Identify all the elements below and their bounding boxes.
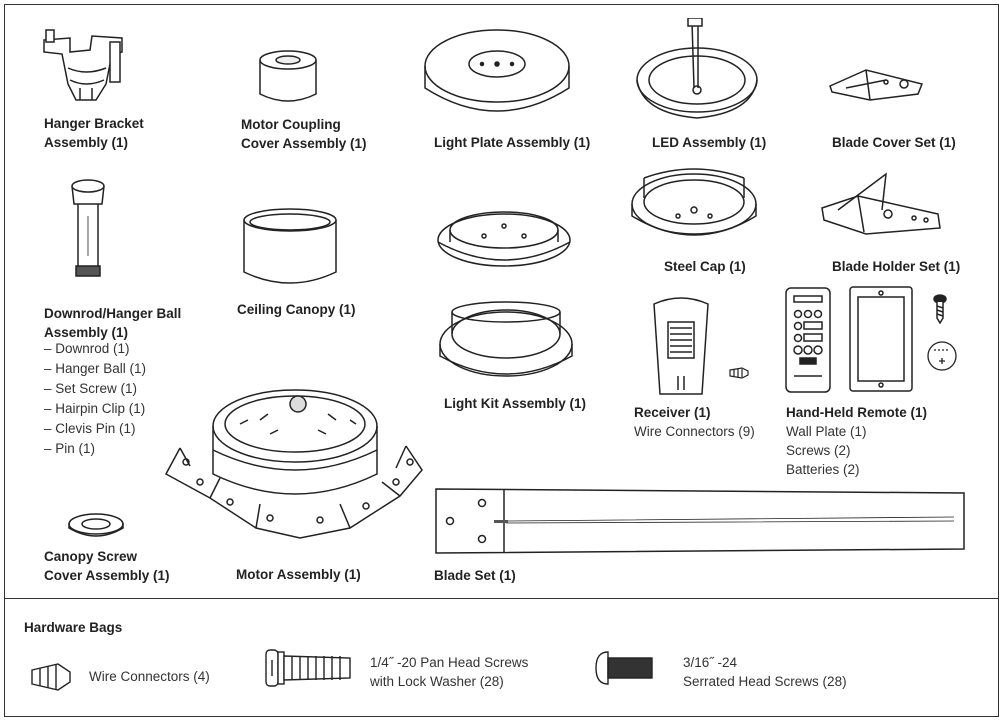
pan-head-line-2: with Lock Washer (28) (370, 674, 504, 689)
hardware-bags-title: Hardware Bags (24, 620, 123, 635)
motor-coupling-label: Motor Coupling Cover Assembly (1) (241, 115, 367, 153)
downrod-item: – Set Screw (1) (44, 381, 138, 396)
blade-cover-label: Blade Cover Set (1) (832, 135, 956, 150)
steel-cap-label: Steel Cap (1) (664, 259, 746, 274)
serrated-line-1: 3/16˝ -24 (683, 655, 738, 670)
wire-connector-icon (728, 366, 750, 380)
ceiling-canopy-label: Ceiling Canopy (1) (237, 302, 356, 317)
canopy-screw-cover-illustration (66, 510, 126, 542)
motor-assembly-label: Motor Assembly (1) (236, 567, 361, 582)
light-plate-label: Light Plate Assembly (1) (434, 135, 591, 150)
motor-assembly-illustration (160, 378, 430, 548)
light-kit-label: Light Kit Assembly (1) (444, 396, 587, 411)
downrod-illustration (66, 176, 110, 286)
serrated-line-2: Serrated Head Screws (28) (683, 674, 847, 689)
wall-plate-illustration (848, 285, 914, 393)
serrated-screw-icon (592, 650, 656, 686)
serrated-screws-label: 3/16˝ -24 Serrated Head Screws (28) (683, 653, 847, 691)
receiver-label: Receiver (1) (634, 405, 711, 420)
hanger-bracket-line-2: Assembly (1) (44, 135, 129, 150)
downrod-item: – Hairpin Clip (1) (44, 401, 146, 416)
battery-icon (926, 340, 958, 372)
canopy-screw-line-2: Cover Assembly (1) (44, 568, 170, 583)
remote-item: Screws (2) (786, 443, 851, 458)
blade-holder-illustration (818, 170, 946, 242)
wire-connectors-9-label: Wire Connectors (9) (634, 424, 755, 439)
remote-item: Batteries (2) (786, 462, 860, 477)
blade-illustration (434, 487, 968, 555)
hardware-wire-connector-icon (30, 660, 74, 694)
diagram-frame (4, 4, 999, 717)
downrod-line-2: Assembly (1) (44, 325, 129, 340)
canopy-screw-label: Canopy Screw Cover Assembly (1) (44, 547, 170, 585)
downrod-item: – Hanger Ball (1) (44, 361, 147, 376)
remote-illustration (784, 286, 832, 394)
pan-head-line-1: 1/4˝ -20 Pan Head Screws (370, 655, 529, 670)
section-divider (4, 598, 999, 599)
blade-holder-label: Blade Holder Set (1) (832, 259, 961, 274)
pan-head-screws-label: 1/4˝ -20 Pan Head Screws with Lock Washe… (370, 653, 528, 691)
downrod-item: – Downrod (1) (44, 341, 130, 356)
downrod-items: – Downrod (1) – Hanger Ball (1) – Set Sc… (44, 339, 146, 459)
motor-coupling-line-2: Cover Assembly (1) (241, 136, 367, 151)
pan-head-screw-icon (264, 646, 354, 690)
steel-cap-illustration (628, 164, 760, 250)
receiver-illustration (650, 292, 712, 400)
ceiling-canopy-illustration (240, 206, 340, 290)
screw-icon (932, 294, 948, 324)
hanger-bracket-illustration (40, 28, 130, 106)
light-kit-plate-illustration (434, 206, 574, 274)
remote-items: Wall Plate (1) Screws (2) Batteries (2) (786, 422, 867, 480)
led-assembly-label: LED Assembly (1) (652, 135, 767, 150)
downrod-line-1: Downrod/Hanger Ball (44, 306, 182, 321)
hanger-bracket-label: Hanger Bracket Assembly (1) (44, 114, 144, 152)
led-assembly-illustration (632, 18, 762, 128)
motor-coupling-line-1: Motor Coupling (241, 117, 341, 132)
blade-cover-illustration (826, 64, 926, 104)
light-plate-illustration (422, 26, 572, 126)
blade-set-label: Blade Set (1) (434, 568, 516, 583)
downrod-label: Downrod/Hanger Ball Assembly (1) (44, 304, 181, 342)
hardware-wire-connectors-label: Wire Connectors (4) (89, 669, 210, 684)
downrod-item: – Clevis Pin (1) (44, 421, 136, 436)
downrod-item: – Pin (1) (44, 441, 96, 456)
light-kit-ring-illustration (436, 296, 576, 388)
canopy-screw-line-1: Canopy Screw (44, 549, 138, 564)
remote-label: Hand-Held Remote (1) (786, 405, 928, 420)
hanger-bracket-line-1: Hanger Bracket (44, 116, 144, 131)
motor-coupling-cover-illustration (256, 48, 320, 108)
remote-item: Wall Plate (1) (786, 424, 867, 439)
